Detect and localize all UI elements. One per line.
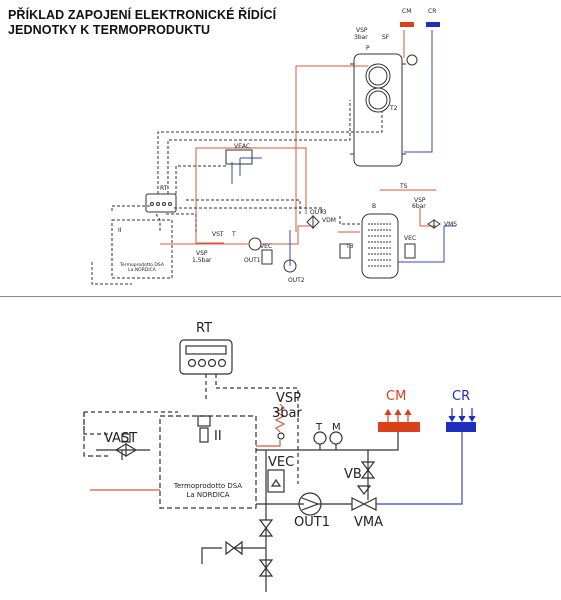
bottom-label-cr: CR xyxy=(452,389,470,404)
top-label-cr: CR xyxy=(428,8,436,15)
top-label-vsp-a: VSP xyxy=(356,27,368,34)
bottom-label-vec: VEC xyxy=(268,455,294,470)
bottom-sensor-ii xyxy=(199,427,209,443)
top-label-vsp-b: VSP xyxy=(414,197,426,204)
bottom-vast-frame xyxy=(83,412,108,457)
title-line-1: PŘÍKLAD ZAPOJENÍ ELEKTRONICKÉ ŘÍDÍCÍ xyxy=(8,8,277,22)
top-cr-block xyxy=(426,22,440,27)
top-label-ts: TS xyxy=(399,183,408,190)
bottom-cr-block xyxy=(446,422,476,432)
bottom-gauge-t xyxy=(313,431,327,445)
top-storage-tank xyxy=(350,53,406,167)
bottom-valve-lower xyxy=(258,519,274,537)
top-label-vec-a: VEC xyxy=(260,243,272,250)
bottom-label-cm: CM xyxy=(386,389,406,404)
top-label-t2: T2 xyxy=(389,105,398,112)
top-label-vms: VMS xyxy=(444,221,457,228)
bottom-label-vast: VAST xyxy=(104,431,137,446)
top-vec-c xyxy=(404,243,416,259)
top-boiler-label-1: Termoprodotto DSA xyxy=(119,262,165,268)
top-vec-b xyxy=(339,243,351,259)
bottom-boiler-label-1: Termoprodotto DSA xyxy=(173,482,242,490)
bottom-gauge-m xyxy=(329,431,343,445)
bottom-label-t: T xyxy=(315,422,323,433)
bottom-hot-pipes xyxy=(90,440,281,491)
top-label-vsp-b-val: 6bar xyxy=(412,203,426,210)
top-cold-pipes xyxy=(231,30,456,266)
bottom-control-lines xyxy=(83,374,299,484)
bottom-label-out1: OUT1 xyxy=(294,515,330,530)
bottom-valve-vb xyxy=(360,461,376,479)
top-label-vsp-c: VSP xyxy=(196,250,208,257)
top-label-ii: II xyxy=(118,227,122,234)
bottom-label-vma: VMA xyxy=(354,515,383,530)
top-label-vsp-a-val: 3bar xyxy=(354,34,368,41)
bottom-label-m: M xyxy=(332,422,341,433)
top-valve-out3 xyxy=(306,214,320,230)
top-boiler-label-2: La NORDICA xyxy=(128,267,157,273)
top-pump-p xyxy=(406,54,418,66)
top-label-t3: T3 xyxy=(345,243,354,250)
bottom-cold-pipes xyxy=(376,432,463,505)
diagram-title: PŘÍKLAD ZAPOJENÍ ELEKTRONICKÉ ŘÍDÍCÍ JED… xyxy=(8,8,276,38)
bottom-vast-actuator xyxy=(121,433,131,443)
bottom-vec xyxy=(267,469,285,493)
top-veac-element xyxy=(225,149,253,165)
bottom-cm-block xyxy=(378,422,420,432)
top-boiler-box xyxy=(111,219,173,279)
top-label-p: P xyxy=(366,45,370,52)
top-label-vsp-c-val: 1,5bar xyxy=(192,257,212,264)
top-valve-vms xyxy=(427,219,441,229)
top-label-cm: CM xyxy=(402,8,411,15)
bottom-pump-out1 xyxy=(298,492,322,516)
top-label-out2: OUT2 xyxy=(288,277,305,284)
top-label-rt: RT xyxy=(160,185,168,192)
bottom-sensor-ii-head xyxy=(197,415,211,427)
top-label-b: B xyxy=(372,203,376,210)
bottom-rt-unit xyxy=(179,339,233,375)
top-vec-a xyxy=(261,249,273,265)
top-pump-out2 xyxy=(283,259,297,273)
top-label-vdm: VDM xyxy=(322,217,336,224)
top-label-veac: VEAC xyxy=(234,143,250,150)
top-cm-block xyxy=(400,22,414,27)
bottom-valve-branch xyxy=(225,540,243,556)
bottom-label-vsp: VSP xyxy=(276,391,301,406)
top-label-sf: SF xyxy=(382,34,390,41)
section-divider xyxy=(0,296,561,297)
top-pump-out1 xyxy=(248,237,262,251)
bottom-vsp-body xyxy=(277,432,285,440)
top-label-vec-b: VEC xyxy=(404,235,416,242)
bottom-vsp-spring xyxy=(274,403,286,433)
title-line-2: JEDNOTKY K TERMOPRODUKTU xyxy=(8,23,211,37)
bottom-main-pipes xyxy=(96,432,399,592)
bottom-valve-vast xyxy=(114,442,138,458)
bottom-valve-vma xyxy=(351,497,377,511)
top-heat-exchanger xyxy=(361,213,399,279)
top-label-out1: OUT1 xyxy=(244,257,261,264)
bottom-valve-check xyxy=(258,559,274,577)
bottom-label-vb: VB xyxy=(344,467,362,482)
bottom-label-vsp-val: 3bar xyxy=(272,406,302,421)
bottom-boiler-label-2: La NORDICA xyxy=(186,491,229,499)
bottom-label-rt: RT xyxy=(196,321,212,336)
top-label-t: T xyxy=(231,231,236,238)
top-label-vst: VST xyxy=(212,231,224,238)
top-label-out3: OUT3 xyxy=(310,209,327,216)
bottom-label-ii: II xyxy=(214,429,222,444)
top-rt-unit xyxy=(145,193,177,213)
